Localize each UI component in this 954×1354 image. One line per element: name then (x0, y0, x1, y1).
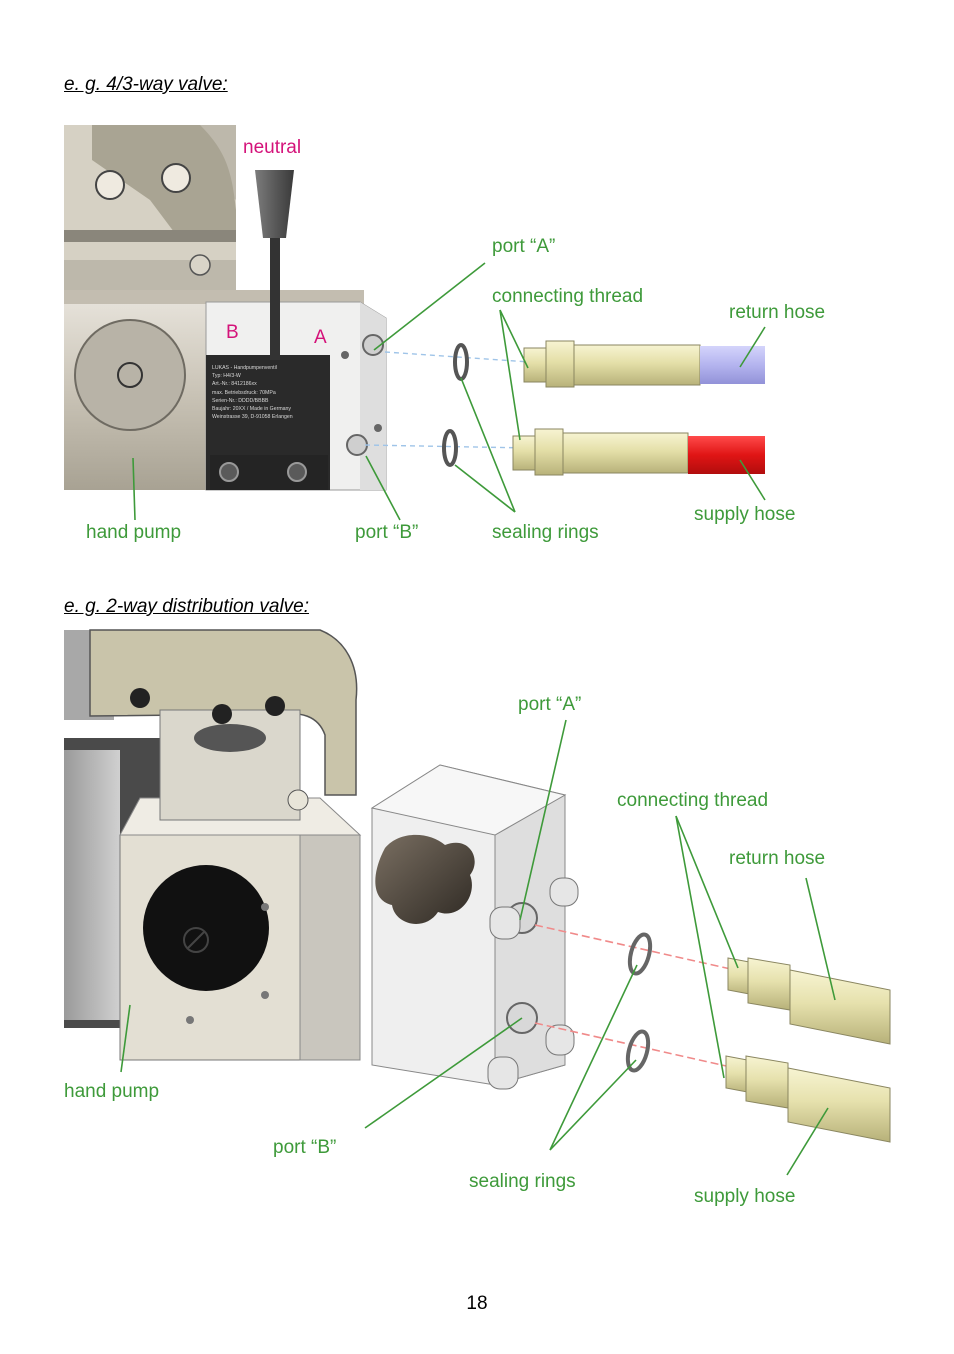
nameplate-line: Weinstrasse 39, D-91058 Erlangen (212, 414, 293, 421)
leader-lines-section-2 (120, 719, 836, 1176)
label-supply-hose: supply hose (694, 504, 796, 525)
label-port-a-letter: A (314, 327, 327, 348)
sealing-rings-2-illustration (625, 932, 653, 1073)
nameplate-line: max. Betriebsdruck: 70MPa (212, 389, 276, 396)
label-connecting-thread-2: connecting thread (617, 790, 769, 811)
label-port-b-letter: B (226, 322, 239, 343)
label-return-hose: return hose (729, 302, 826, 323)
nameplate-line: Serien-Nr.: DDDD/BBBB (212, 397, 269, 404)
label-connecting-thread: connecting thread (492, 286, 644, 307)
label-port-b: port “B” (355, 522, 419, 543)
label-sealing-rings: sealing rings (492, 522, 599, 543)
label-hand-pump: hand pump (86, 522, 182, 543)
nameplate-line: LUKAS - Handpumpenventil (212, 365, 277, 371)
page-number: 18 (466, 1293, 488, 1314)
nameplate: LUKAS - Handpumpenventil Typ: H4/3-W Art… (212, 364, 326, 421)
figure-4-3-way-valve (64, 125, 766, 521)
section-heading-4-3-way: e. g. 4/3-way valve: (64, 74, 228, 95)
valve-block-illustration (205, 301, 387, 491)
label-neutral: neutral (243, 137, 302, 158)
nameplate-line: Art.-Nr.: 8412186xx (212, 381, 257, 388)
nameplate-line: Typ: H4/3-W (212, 373, 241, 380)
figure-2-way-distribution-valve (64, 629, 891, 1176)
label-hand-pump-2: hand pump (64, 1081, 160, 1102)
valve-lever-illustration (255, 170, 294, 360)
label-sealing-rings-2: sealing rings (469, 1171, 576, 1192)
label-port-a: port “A” (492, 236, 556, 257)
label-port-a-2: port “A” (518, 694, 582, 715)
label-return-hose-2: return hose (729, 848, 826, 869)
fittings-and-hoses-illustration (512, 340, 765, 476)
nameplate-line: Baujahr: 20XX / Made in Germany (212, 406, 292, 413)
leader-lines-section-1 (132, 262, 766, 521)
label-supply-hose-2: supply hose (694, 1186, 796, 1207)
distribution-block-illustration (370, 764, 579, 1090)
hand-pump-2-illustration (64, 630, 362, 1061)
fittings-and-hoses-2-illustration (725, 957, 891, 1143)
pump-lever-2-illustration (89, 629, 358, 821)
section-heading-2-way: e. g. 2-way distribution valve: (64, 596, 310, 617)
label-port-b-2: port “B” (273, 1137, 337, 1158)
